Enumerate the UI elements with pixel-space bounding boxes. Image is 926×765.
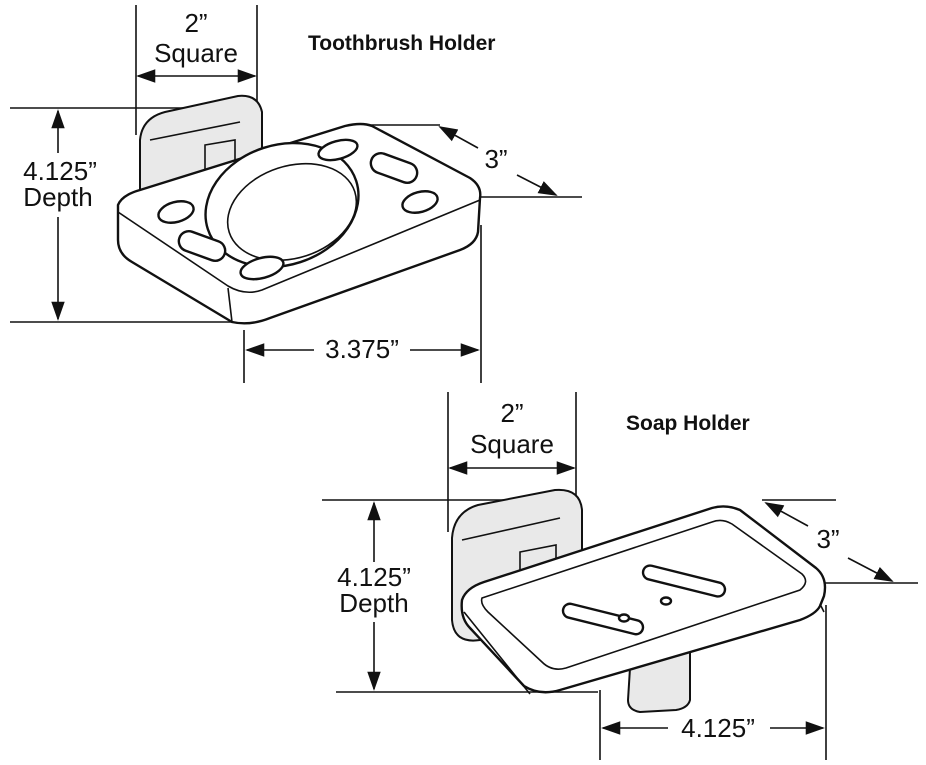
soap-height-arrow-bottom [847,557,894,582]
tb-depth-value: 4.125” [23,156,97,186]
tb-hole-3 [317,138,359,162]
tb-width-value: 3.375” [325,334,399,364]
soap-dish-edge [463,603,825,695]
tb-title: Toothbrush Holder [308,32,495,55]
tb-height-value: 3” [484,144,507,174]
soap-title: Soap Holder [626,412,750,435]
tb-height-arrow-bottom [516,174,558,196]
tb-cup-hole [204,141,360,269]
soap-height-arrow-top [764,502,809,527]
soap-square-size: 2” [500,398,523,428]
soap-square-label: Square [470,429,554,459]
tb-hole-1 [157,200,195,224]
tb-hole-2 [239,255,285,281]
soap-depth-label: Depth [339,588,408,618]
tb-tray-corner [227,287,233,323]
tb-slot-1 [177,230,227,262]
tb-hole-4 [401,190,439,214]
tb-cup-hole-inner [226,162,358,262]
soap-drain-slot-1 [561,602,645,636]
tb-tray-edge [117,199,481,294]
tb-depth-label: Depth [23,182,92,212]
soap-depth-value: 4.125” [337,562,411,592]
soap-drain-slot-2 [641,564,727,598]
soap-holder-group: Soap Holder 2” Square 4.125” Depth 3” 4.… [322,392,918,760]
soap-dish-inner-rim [480,519,807,670]
tb-square-label: Square [154,38,238,68]
tb-height-arrow-top [438,126,479,149]
toothbrush-holder-group: Toothbrush Holder 2” Square 4.125” Depth… [10,5,582,383]
soap-drain-hole-1 [617,613,631,623]
soap-drain-hole-2 [659,596,673,606]
soap-support-post [627,651,691,713]
soap-width-value: 4.125” [681,713,755,743]
tb-square-size: 2” [184,8,207,38]
soap-height-value: 3” [816,524,839,554]
tb-slot-2 [369,152,419,184]
